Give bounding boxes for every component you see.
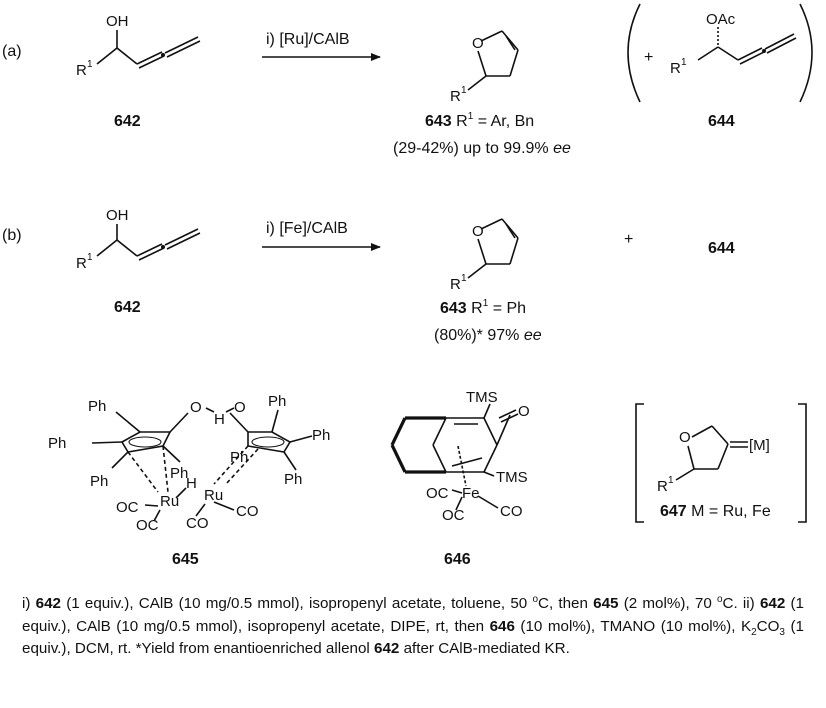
- compound-645-label: 645: [172, 551, 199, 568]
- allene-center-dot: [161, 53, 165, 57]
- allenol-642-structure-a: [96, 30, 201, 69]
- reagent-b: i) [Fe]/CAlB: [266, 220, 348, 237]
- compound-644-label-b: 644: [708, 240, 735, 257]
- dihydrofuran-643-structure-b: [467, 218, 519, 279]
- r-superscript: 1: [87, 252, 93, 263]
- phenyl-group: Ph: [88, 398, 106, 415]
- carbonyl-ligand: OC: [426, 485, 449, 502]
- tms-group: TMS: [466, 389, 498, 406]
- plus-sign-b: +: [624, 231, 633, 248]
- allene-center-dot: [161, 245, 165, 249]
- allene-center-dot: [762, 49, 766, 53]
- carbonyl-ligand: CO: [236, 503, 259, 520]
- r-group: R: [450, 88, 461, 105]
- ring-oxygen: O: [472, 223, 484, 240]
- phenyl-group: Ph: [90, 473, 108, 490]
- allenol-642-structure-b: [96, 224, 201, 261]
- compound-646-label: 646: [444, 551, 471, 568]
- r-group: R: [76, 62, 87, 79]
- tms-group: TMS: [496, 469, 528, 486]
- ruthenium-atom: Ru: [204, 487, 223, 504]
- carbonyl-ligand: OC: [116, 499, 139, 516]
- compound-642-label: 642: [114, 113, 141, 130]
- product-643-label-a: 643 R1 = Ar, Bn: [425, 111, 534, 130]
- right-square-bracket: [798, 403, 807, 523]
- carbonyl-ligand: CO: [500, 503, 523, 520]
- left-parenthesis: [627, 3, 641, 103]
- yield-ee-a: (29-42%) up to 99.9% ee: [393, 140, 571, 157]
- product-643-label-b: 643 R1 = Ph: [440, 298, 526, 317]
- acetate-644-structure: [697, 27, 797, 65]
- ruthenium-atom: Ru: [160, 493, 179, 510]
- left-square-bracket: [635, 403, 644, 523]
- phenyl-group: Ph: [170, 465, 188, 482]
- yield-ee-b: (80%)* 97% ee: [434, 327, 542, 344]
- ring-oxygen: O: [472, 35, 484, 52]
- part-a-label: (a): [2, 43, 22, 60]
- metal-carbene: [M]: [749, 437, 770, 454]
- r-group: R: [76, 255, 87, 272]
- dihydrofuran-643-structure-a: [467, 30, 519, 91]
- r-group: R: [670, 60, 681, 77]
- plus-sign-a: +: [644, 49, 653, 66]
- compound-644-label-a: 644: [708, 113, 735, 130]
- reagent-a: i) [Ru]/CAlB: [266, 31, 350, 48]
- carbene-647-structure: [675, 425, 748, 481]
- phenyl-group: Ph: [284, 471, 302, 488]
- r-superscript: 1: [668, 475, 674, 486]
- reaction-scheme: (a) OH R 1 642 i) [Ru]/CAlB O R 1 643 R1…: [2, 3, 813, 568]
- oac-group: OAc: [706, 11, 736, 28]
- part-b-label: (b): [2, 227, 22, 244]
- carbonyl-ligand: OC: [136, 517, 159, 534]
- oh-group: OH: [106, 13, 129, 30]
- phenyl-group: Ph: [230, 449, 248, 466]
- iron-atom: Fe: [462, 485, 480, 502]
- compound-642-label-b: 642: [114, 299, 141, 316]
- bridge-hydrogen: H: [214, 411, 225, 428]
- r-superscript: 1: [461, 273, 467, 284]
- knolker-catalyst-646-structure: [390, 403, 519, 511]
- intermediate-647-label: 647 M = Ru, Fe: [660, 503, 771, 520]
- phenyl-group: Ph: [312, 427, 330, 444]
- left-cp-oxygen: O: [190, 399, 202, 416]
- hydride-hydrogen: H: [186, 475, 197, 492]
- phenyl-group: Ph: [48, 435, 66, 452]
- right-parenthesis: [799, 3, 813, 103]
- shvo-catalyst-645-structure: [91, 407, 313, 522]
- phenyl-group: Ph: [268, 393, 286, 410]
- ring-oxygen: O: [679, 429, 691, 446]
- r-superscript: 1: [681, 57, 687, 68]
- right-cp-oxygen: O: [234, 399, 246, 416]
- carbonyl-ligand: CO: [186, 515, 209, 532]
- r-superscript: 1: [87, 59, 93, 70]
- oh-group: OH: [106, 207, 129, 224]
- r-group: R: [657, 478, 668, 495]
- carbonyl-ligand: OC: [442, 507, 465, 524]
- scheme-footnote: i) 642 (1 equiv.), CAlB (10 mg/0.5 mmol)…: [22, 593, 804, 657]
- r-group: R: [450, 276, 461, 293]
- ketone-oxygen: O: [518, 403, 530, 420]
- r-superscript: 1: [461, 85, 467, 96]
